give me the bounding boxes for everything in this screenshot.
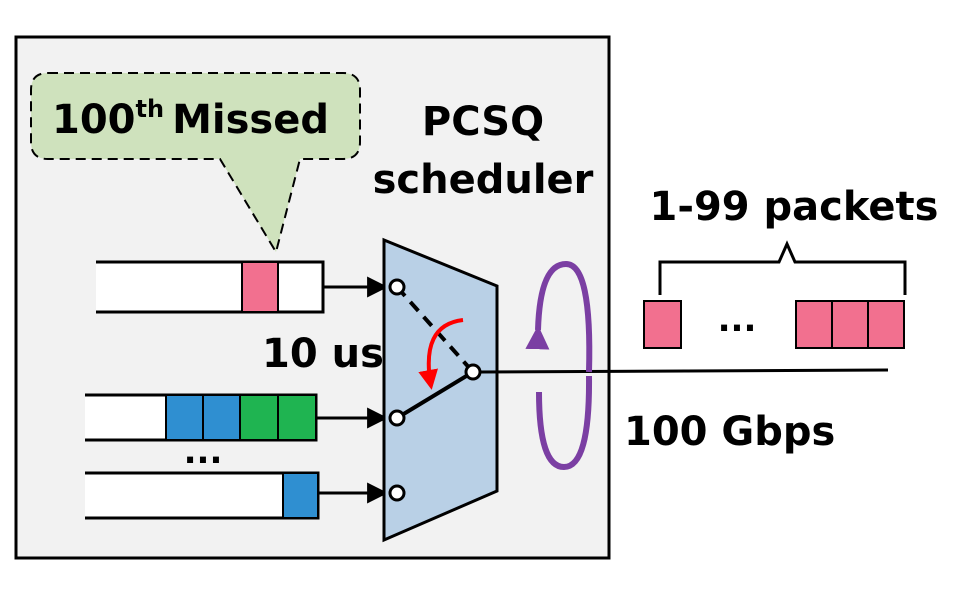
input-port-2 <box>388 409 406 427</box>
counterclockwise-rotation-arrow-icon <box>525 260 593 471</box>
rotation-arrow-upper <box>525 260 593 373</box>
outgoing-packet-1 <box>643 300 682 349</box>
outgoing-packet-4 <box>867 300 905 349</box>
packets-brace <box>658 240 907 295</box>
callout-word: Missed <box>172 97 329 143</box>
callout-bubble <box>30 72 361 255</box>
queue-ellipsis: ... <box>184 432 223 472</box>
output-link <box>479 368 889 374</box>
outgoing-packet-2 <box>795 300 833 349</box>
output-port <box>464 363 482 381</box>
queue-2-packet-blue-2 <box>202 394 241 441</box>
queue-2 <box>85 393 389 442</box>
input-port-1 <box>388 278 406 296</box>
packets-label: 1-99 packets <box>650 184 939 230</box>
queue-2-packet-green-2 <box>277 394 317 441</box>
queue-3 <box>85 471 389 520</box>
outgoing-packet-3 <box>831 300 869 349</box>
switch-active-link <box>395 370 475 420</box>
input-port-3 <box>388 484 406 502</box>
scheduler-title-line2: scheduler <box>373 157 594 203</box>
callout-superscript: th <box>136 95 165 123</box>
rate-label: 100 Gbps <box>624 409 835 455</box>
callout-number: 100 <box>52 97 136 143</box>
queue-3-packet-blue <box>282 472 319 519</box>
queue-1-packet-pink <box>241 261 279 313</box>
packets-ellipsis: ... <box>718 300 757 340</box>
queue-1-outline <box>96 260 325 314</box>
rotation-arrow-lower <box>536 375 593 471</box>
queue-1 <box>96 260 389 314</box>
curved-switch-arrow-icon <box>418 318 464 390</box>
queue-2-packet-green-1 <box>239 394 279 441</box>
queue-2-packet-blue-1 <box>165 394 204 441</box>
interval-label: 10 us <box>262 331 384 377</box>
scheduler-title-line1: PCSQ <box>422 99 544 145</box>
